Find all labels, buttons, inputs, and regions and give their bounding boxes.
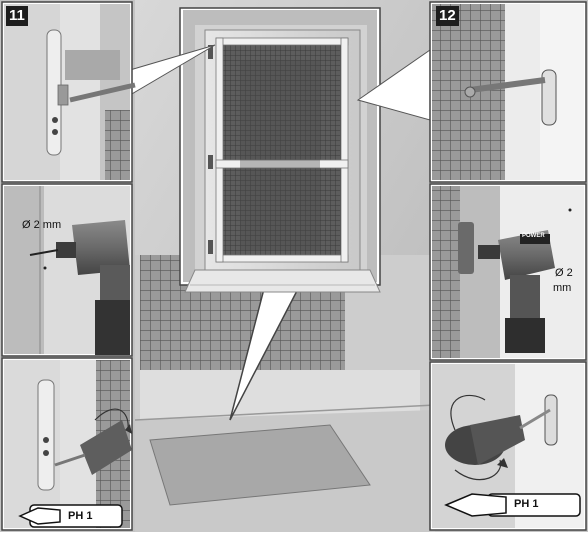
drill-brand-label: POWER xyxy=(522,233,545,239)
step-number-11: 11 xyxy=(6,6,28,26)
panel-11-hinge xyxy=(2,2,135,182)
panel-12-screwing xyxy=(430,362,586,530)
drill-size-label-right-line1: Ø 2 xyxy=(555,267,573,279)
bit-label-left: PH 1 xyxy=(68,510,92,522)
panel-11-drilling xyxy=(2,184,132,356)
drill-size-label-left: Ø 2 mm xyxy=(22,219,61,231)
step-number-12: 12 xyxy=(436,6,459,26)
bit-label-right: PH 1 xyxy=(514,498,538,510)
panel-11-screwing xyxy=(2,358,132,530)
panel-12-bracket xyxy=(430,2,586,182)
drill-size-label-right-line2: mm xyxy=(553,282,571,294)
